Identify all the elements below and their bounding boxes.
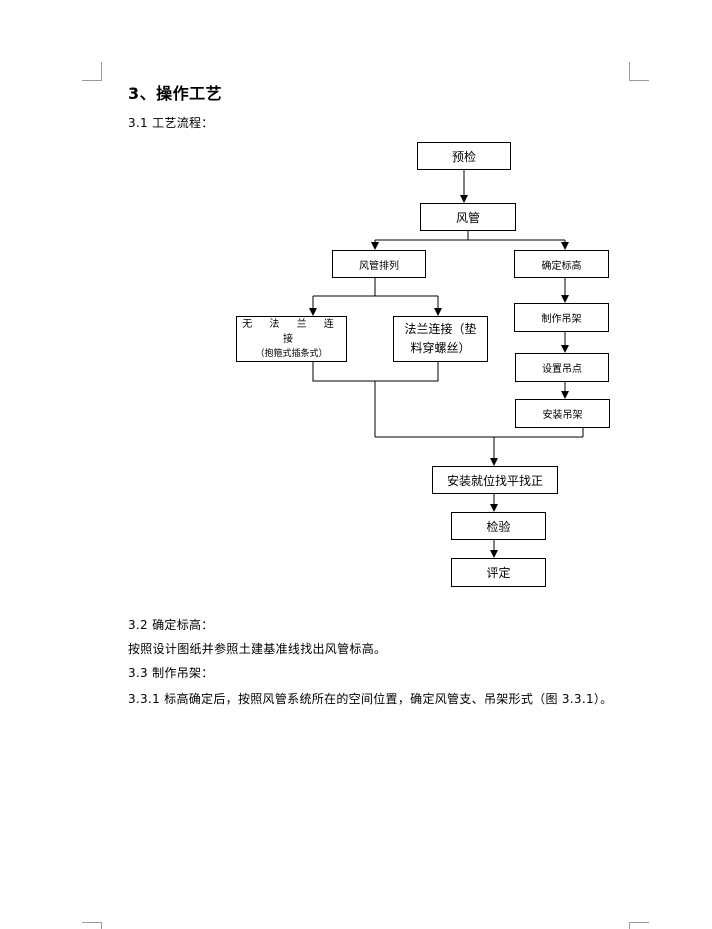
- subsection-3-3-title: 3.3 制作吊架：: [128, 666, 214, 680]
- flow-label-anzhuang-jiuwei: 安装就位找平找正: [446, 473, 543, 488]
- subsection-3-1-title: 3.1 工艺流程：: [128, 116, 214, 130]
- flow-label-zhizuo-diaojia: 制作吊架: [541, 314, 582, 325]
- flow-label-pingding: 评定: [486, 566, 511, 580]
- flow-box-zhizuo-diaojia: 制作吊架: [514, 303, 609, 332]
- flow-box-shezhi-diaodian: 设置吊点: [515, 353, 609, 382]
- section-heading: 3、操作工艺: [128, 84, 223, 103]
- crop-mark-top-right-vertical: [629, 62, 630, 80]
- flow-label-queding-biaogao: 确定标高: [541, 260, 582, 272]
- paragraph-3-2: 按照设计图纸并参照土建基准线找出风管标高。: [128, 642, 387, 656]
- flow-box-fengguan-pailie: 风管排列: [332, 250, 426, 278]
- flow-label-fengguan-pailie: 风管排列: [359, 260, 399, 272]
- crop-mark-top-left-horizontal: [82, 80, 102, 81]
- flow-box-anzhuang-diaojia: 安装吊架: [515, 399, 610, 428]
- paragraph-3-3-1: 3.3.1 标高确定后，按照风管系统所在的空间位置，确定风管支、吊架形式（图 3…: [128, 692, 613, 706]
- flow-box-pingding: 评定: [451, 558, 546, 587]
- crop-mark-bottom-right-vertical: [629, 922, 630, 929]
- crop-mark-top-left-vertical: [101, 62, 102, 80]
- flow-label-shezhi-diaodian: 设置吊点: [542, 364, 582, 375]
- flow-box-fengguan: 风管: [420, 203, 516, 231]
- subsection-3-2-title: 3.2 确定标高：: [128, 618, 214, 632]
- flow-label-falan-line1: 法兰连接（垫: [404, 322, 477, 337]
- flow-label-anzhuang-diaojia: 安装吊架: [542, 410, 583, 421]
- flow-box-anzhuang-jiuwei: 安装就位找平找正: [432, 466, 558, 494]
- flow-label-falan-line2: 料穿螺丝）: [410, 341, 471, 355]
- flow-label-wufalan-line2: （抱箍式插条式）: [255, 348, 328, 359]
- flow-box-queding-biaogao: 确定标高: [514, 250, 609, 278]
- flow-label-yujian: 预检: [451, 149, 476, 164]
- flow-label-fengguan: 风管: [455, 210, 480, 225]
- crop-mark-bottom-right-horizontal: [629, 922, 649, 923]
- crop-mark-top-right-horizontal: [629, 80, 649, 81]
- flow-box-jianyan: 检验: [451, 512, 546, 540]
- flow-label-jianyan: 检验: [486, 519, 511, 534]
- flow-box-wufalan-lianjie: 无 法 兰 连 接 （抱箍式插条式）: [236, 316, 347, 362]
- flow-label-wufalan-line1: 无 法 兰 连 接: [242, 318, 341, 346]
- crop-mark-bottom-left-vertical: [101, 922, 102, 929]
- flow-box-yujian: 预检: [417, 142, 511, 170]
- flow-box-falan-lianjie: 法兰连接（垫 料穿螺丝）: [393, 316, 488, 362]
- crop-mark-bottom-left-horizontal: [82, 922, 102, 923]
